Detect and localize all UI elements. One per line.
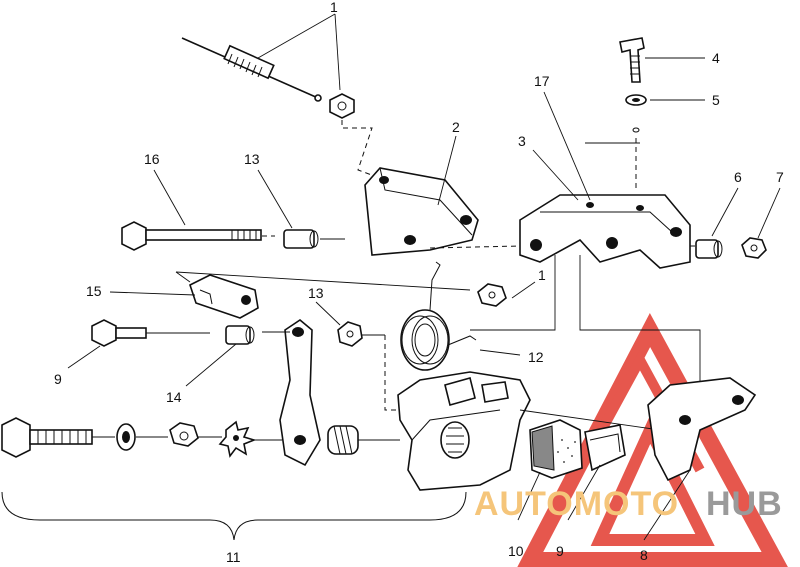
clamp-block [189, 274, 259, 319]
callout-labels: 1 2 3 4 5 6 7 17 16 13 1 15 13 12 9 14 1… [54, 0, 784, 565]
cable-rod [181, 37, 322, 102]
star-washer [218, 420, 282, 458]
caliper-body [397, 371, 531, 491]
nut-bottom [169, 422, 222, 447]
nut-right [741, 237, 767, 259]
backing-plate [584, 424, 626, 472]
watermark-automoto: AUTOMOTO [474, 485, 679, 523]
long-bolt-bottom [1, 417, 115, 458]
coil-spring-bottom [327, 425, 400, 455]
callout-2: 2 [452, 119, 460, 135]
callout-9-left: 9 [54, 371, 62, 387]
nut-13-middle [337, 321, 385, 347]
housing-bracket [519, 142, 691, 269]
callout-4: 4 [712, 50, 720, 66]
callout-17: 17 [534, 73, 550, 89]
callout-7: 7 [776, 169, 784, 185]
hex-nut-top [329, 93, 355, 119]
bracket-brace-11 [1, 491, 467, 541]
callout-16: 16 [144, 151, 160, 167]
torsion-spring [400, 261, 477, 371]
washer-bottom [116, 423, 168, 451]
callout-8: 8 [640, 547, 648, 563]
leader-lines [67, 13, 781, 541]
bracket-plate-8 [647, 377, 757, 482]
callout-1-top: 1 [330, 0, 338, 15]
long-bolt [121, 221, 275, 251]
brake-pad [529, 419, 583, 479]
spacer-14 [225, 325, 255, 345]
lever-arm [262, 319, 321, 467]
callout-13-top: 13 [244, 151, 260, 167]
callout-3: 3 [518, 133, 526, 149]
callout-14: 14 [166, 389, 182, 405]
callout-11: 11 [226, 549, 241, 565]
lock-washer [625, 94, 647, 190]
callout-15: 15 [86, 283, 102, 299]
bracket-plate [364, 167, 479, 256]
callout-13-middle: 13 [308, 285, 324, 301]
bolt-9-left [91, 319, 210, 347]
callout-9-bottom: 9 [556, 543, 564, 559]
callout-1-middle: 1 [538, 267, 546, 283]
spacer-13-top [283, 229, 345, 249]
watermark-hub: HUB [706, 485, 783, 523]
callout-5: 5 [712, 92, 720, 108]
callout-12: 12 [528, 349, 544, 365]
watermark-text: AUTOMOTO HUB [474, 485, 783, 523]
spacer-right [695, 239, 723, 259]
callout-10: 10 [508, 543, 524, 559]
small-bolt [619, 37, 645, 83]
hex-nut-middle [477, 283, 507, 307]
callout-6: 6 [734, 169, 742, 185]
